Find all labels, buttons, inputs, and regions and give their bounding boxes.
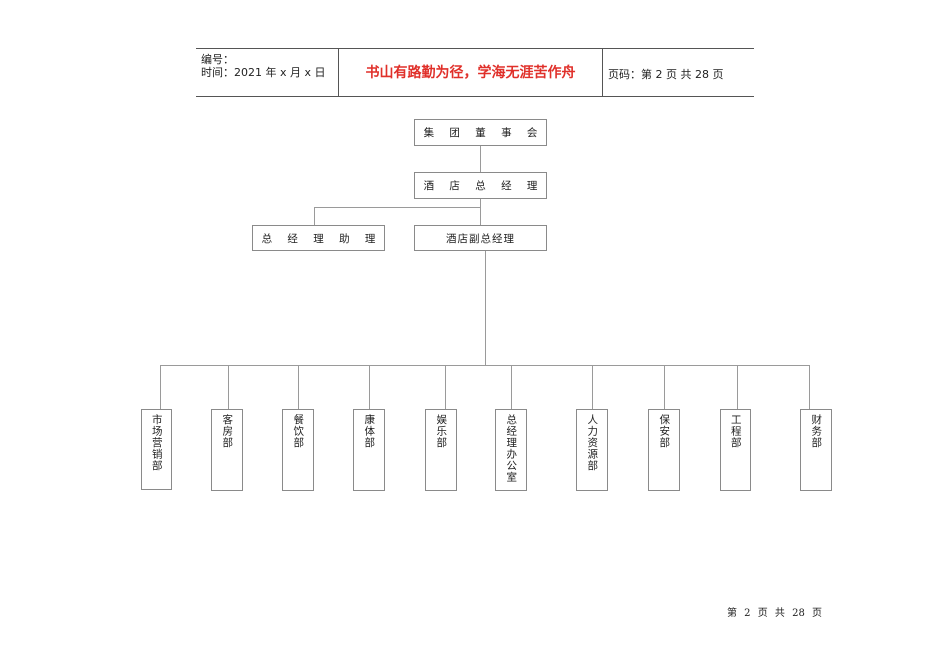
org-node-department: 餐饮部 xyxy=(282,409,314,491)
header-top-rule xyxy=(196,48,754,49)
org-node-department: 总经理办公室 xyxy=(495,409,527,491)
department-label: 餐饮部 xyxy=(292,414,305,449)
org-node-general-manager: 酒 店 总 经 理 xyxy=(414,172,547,199)
header-bottom-rule xyxy=(196,96,754,97)
connector-gm-down xyxy=(480,198,481,225)
connector-departments-bus xyxy=(160,365,810,366)
footer-page-number: 第 2 页 共 28 页 xyxy=(727,608,822,619)
department-label: 保安部 xyxy=(658,414,671,449)
connector-assistant-drop xyxy=(314,207,315,225)
connector-board-gm xyxy=(480,145,481,172)
department-label: 客房部 xyxy=(221,414,234,449)
header-motto: 书山有路勤为径，学海无涯苦作舟 xyxy=(365,65,576,81)
org-node-board: 集 团 董 事 会 xyxy=(414,119,547,146)
connector-dept-drop xyxy=(664,365,665,410)
document-time-label: 时间：2021 年 x 月 x 日 xyxy=(201,66,326,79)
org-node-department: 康体部 xyxy=(353,409,385,491)
connector-dept-drop xyxy=(445,365,446,410)
org-node-gm-assistant: 总 经 理 助 理 xyxy=(252,225,385,251)
connector-dept-drop xyxy=(592,365,593,410)
document-number-label: 编号： xyxy=(201,53,234,66)
department-label: 总经理办公室 xyxy=(505,414,518,483)
header-divider-right xyxy=(602,48,603,96)
org-node-department: 工程部 xyxy=(720,409,751,491)
org-node-deputy-gm: 酒店副总经理 xyxy=(414,225,547,251)
department-label: 人力资源部 xyxy=(586,414,599,472)
connector-dept-drop xyxy=(160,365,161,410)
department-label: 康体部 xyxy=(363,414,376,449)
connector-dept-drop xyxy=(809,365,810,410)
org-node-department: 客房部 xyxy=(211,409,243,491)
department-label: 财务部 xyxy=(810,414,823,449)
connector-dept-drop xyxy=(737,365,738,410)
department-label: 娱乐部 xyxy=(435,414,448,449)
org-node-department: 市场营销部 xyxy=(141,409,172,490)
department-label: 市场营销部 xyxy=(150,414,163,472)
org-node-department: 保安部 xyxy=(648,409,680,491)
connector-assistant-branch xyxy=(314,207,481,208)
header-page-label: 页码：第 2 页 共 28 页 xyxy=(608,68,724,81)
department-label: 工程部 xyxy=(729,414,742,449)
connector-dept-drop xyxy=(369,365,370,410)
connector-dept-drop xyxy=(511,365,512,410)
header-divider-left xyxy=(338,48,339,96)
org-node-department: 财务部 xyxy=(800,409,832,491)
org-node-department: 人力资源部 xyxy=(576,409,608,491)
org-node-department: 娱乐部 xyxy=(425,409,457,491)
connector-dept-drop xyxy=(228,365,229,410)
connector-deputy-down xyxy=(485,251,486,366)
connector-dept-drop xyxy=(298,365,299,410)
